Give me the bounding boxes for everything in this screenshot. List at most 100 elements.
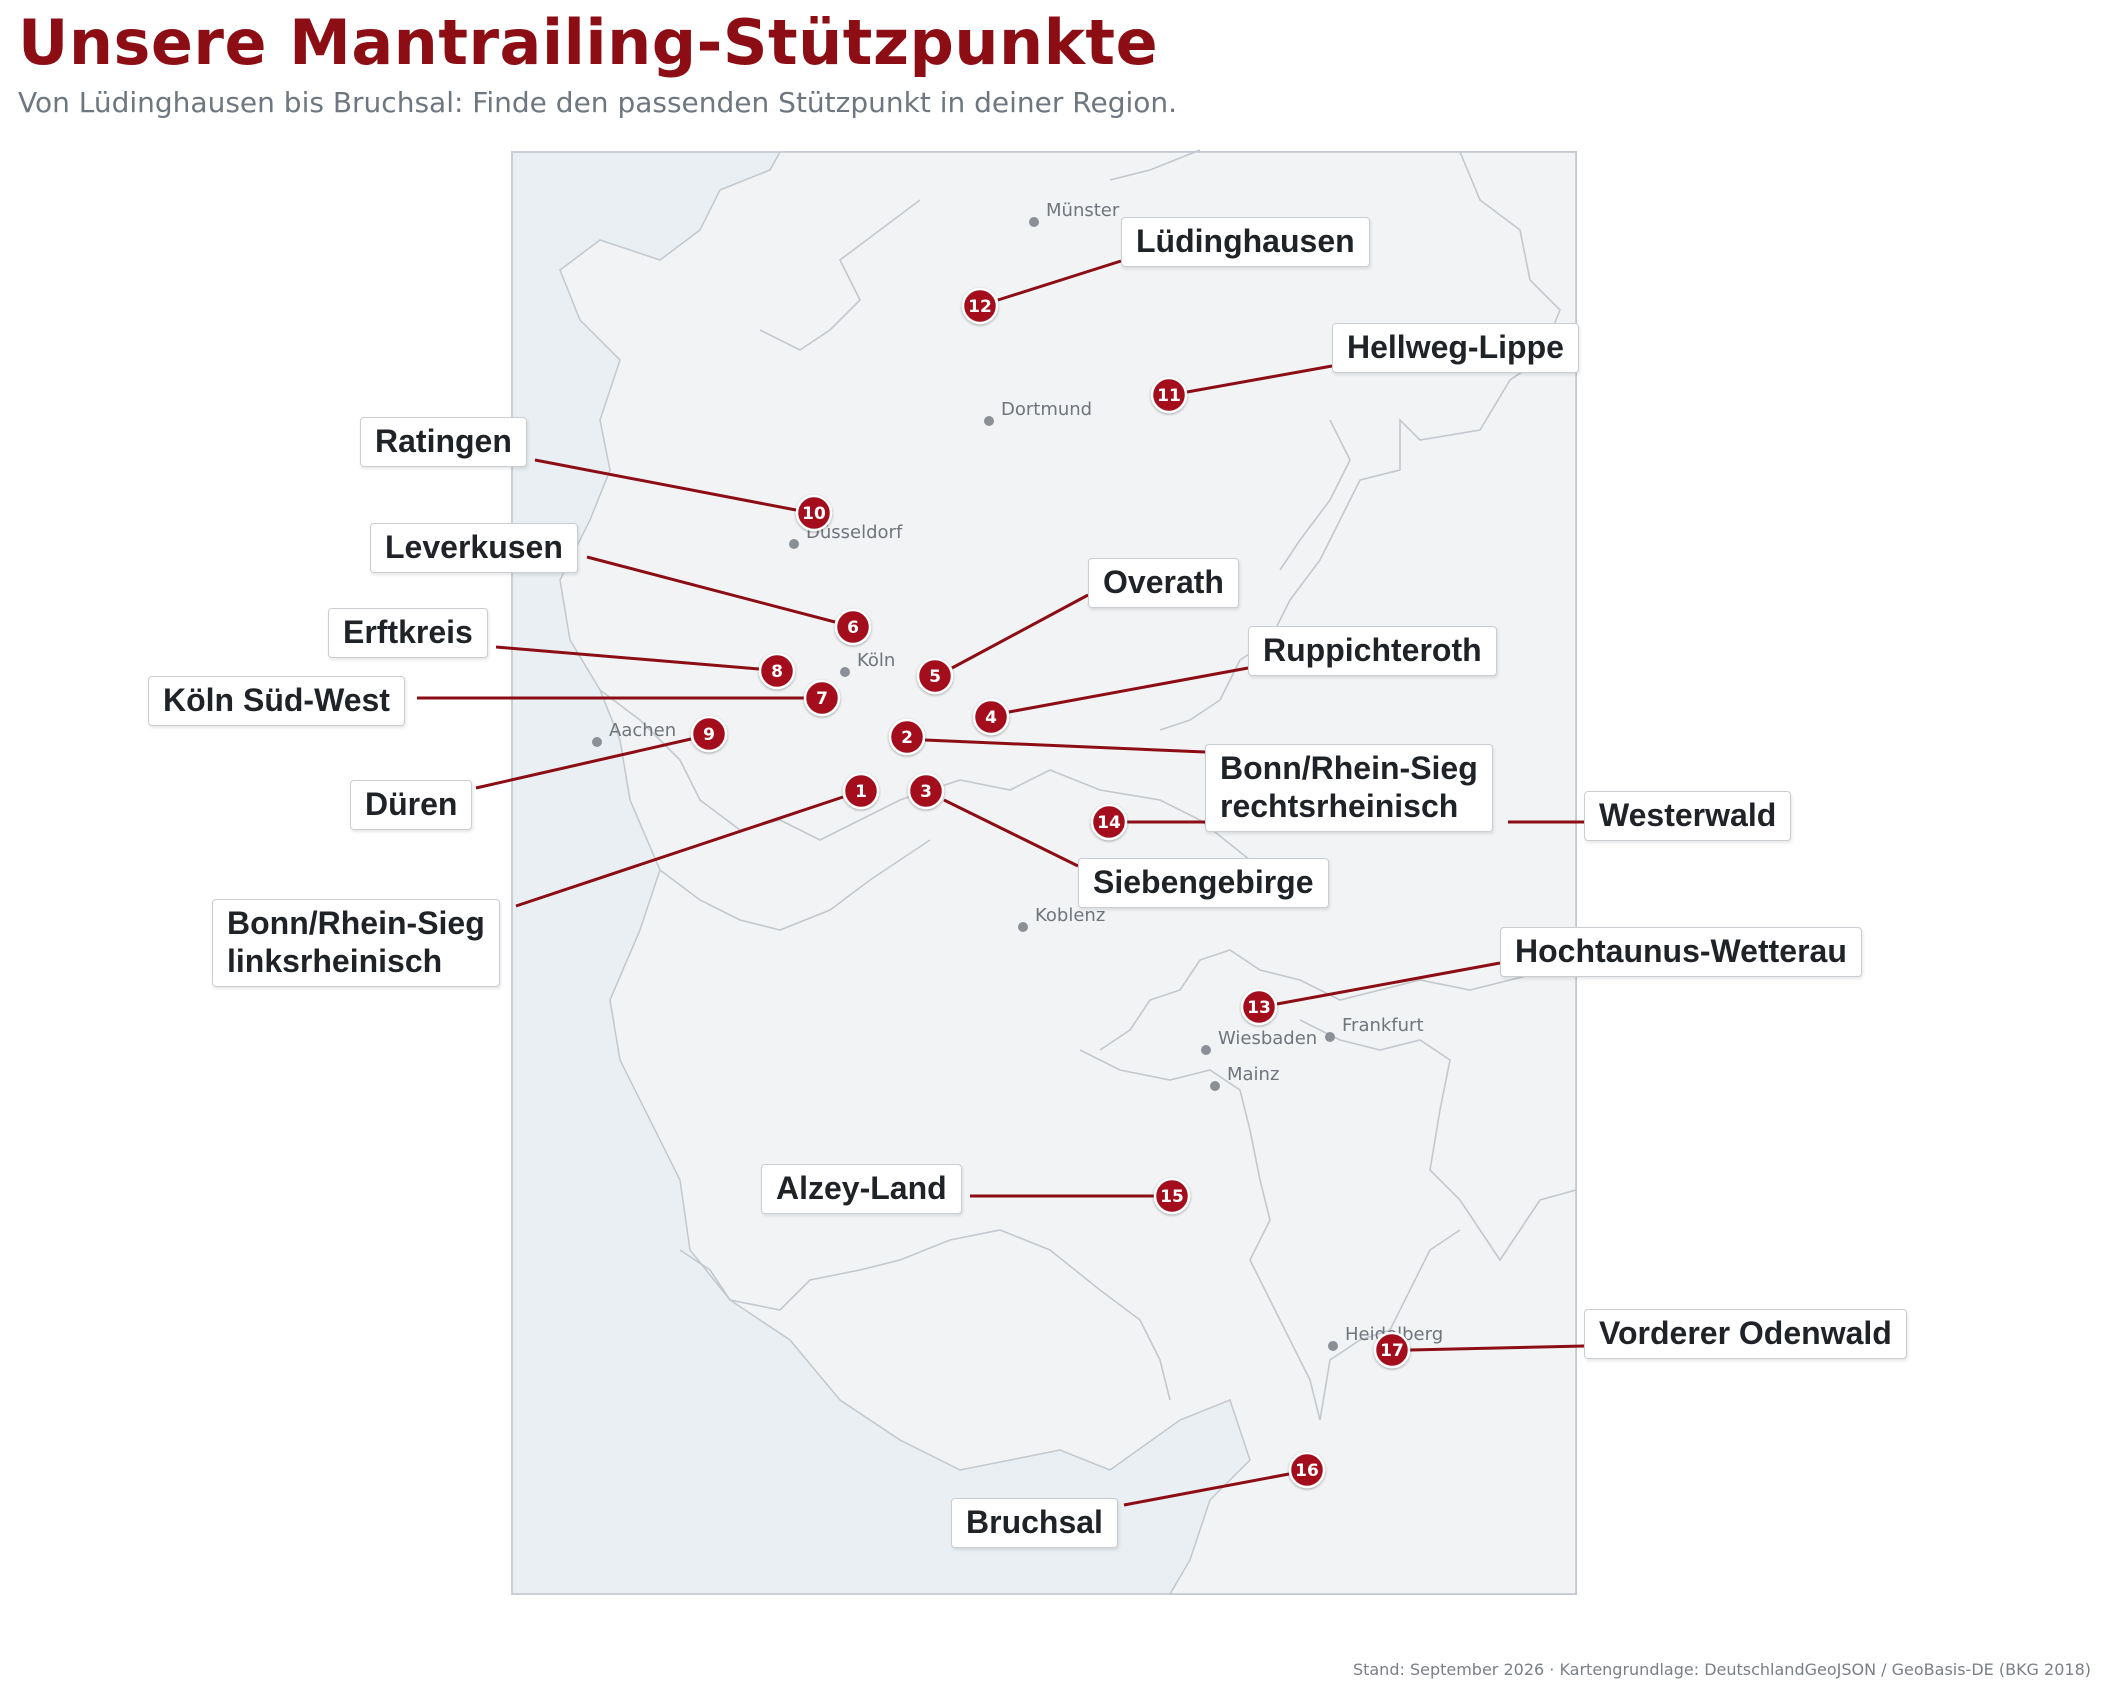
location-marker-11[interactable]: 11 (1150, 376, 1188, 414)
city-dot-münster (1029, 217, 1039, 227)
location-label-köln-süd-west[interactable]: Köln Süd-West (148, 676, 405, 726)
location-marker-16[interactable]: 16 (1288, 1451, 1326, 1489)
city-label-köln: Köln (857, 650, 895, 671)
marker-circle (1150, 376, 1188, 414)
marker-circle (961, 287, 999, 325)
location-label-line: Hochtaunus-Wetterau (1515, 933, 1847, 969)
city-label-koblenz: Koblenz (1035, 905, 1105, 926)
leader-line-9 (475, 737, 692, 790)
location-label-vorderer-odenwald[interactable]: Vorderer Odenwald (1584, 1309, 1907, 1359)
city-label-wiesbaden: Wiesbaden (1218, 1028, 1317, 1049)
location-label-line: Bruchsal (966, 1504, 1103, 1540)
location-marker-8[interactable]: 8 (758, 652, 796, 690)
location-label-line: rechtsrheinisch (1220, 788, 1459, 824)
state-borders (599, 149, 1577, 1421)
location-marker-1[interactable]: 1 (842, 772, 880, 810)
city-markers: MünsterDortmundDüsseldorfKölnAachenKoble… (592, 200, 1443, 1351)
marker-circle (907, 772, 945, 810)
marker-circle (888, 718, 926, 756)
city-label-düsseldorf: Düsseldorf (806, 522, 903, 543)
city-label-mainz: Mainz (1227, 1064, 1279, 1085)
location-label-line: Erftkreis (343, 614, 473, 650)
leader-line-11 (1186, 364, 1333, 394)
location-label-lüdinghausen[interactable]: Lüdinghausen (1121, 217, 1370, 267)
city-dot-düsseldorf (789, 539, 799, 549)
location-label-düren[interactable]: Düren (350, 780, 473, 830)
marker-number: 10 (802, 504, 826, 524)
location-marker-10[interactable]: 10 (795, 494, 833, 532)
marker-circle (1288, 1451, 1326, 1489)
location-label-westerwald[interactable]: Westerwald (1584, 791, 1792, 841)
marker-circle (916, 657, 954, 695)
location-marker-6[interactable]: 6 (834, 608, 872, 646)
city-label-frankfurt: Frankfurt (1342, 1015, 1424, 1036)
marker-number: 4 (985, 708, 997, 728)
location-marker-9[interactable]: 9 (690, 715, 728, 753)
marker-number: 11 (1157, 386, 1181, 406)
marker-circle (1153, 1177, 1191, 1215)
location-marker-3[interactable]: 3 (907, 772, 945, 810)
marker-number: 16 (1295, 1461, 1319, 1481)
city-label-münster: Münster (1046, 200, 1120, 221)
marker-circle (842, 772, 880, 810)
location-label-ruppichteroth[interactable]: Ruppichteroth (1248, 626, 1497, 676)
leader-line-13 (1276, 961, 1501, 1006)
location-marker-7[interactable]: 7 (803, 679, 841, 717)
location-label-line: Düren (365, 786, 458, 822)
location-label-leverkusen[interactable]: Leverkusen (370, 523, 578, 573)
leader-line-6 (586, 555, 836, 624)
location-marker-2[interactable]: 2 (888, 718, 926, 756)
page-subtitle: Von Lüdinghausen bis Bruchsal: Finde den… (18, 86, 1178, 119)
city-label-aachen: Aachen (609, 720, 676, 741)
location-label-bruchsal[interactable]: Bruchsal (951, 1498, 1118, 1548)
location-label-hellweg-lippe[interactable]: Hellweg-Lippe (1332, 323, 1579, 373)
city-dot-wiesbaden (1201, 1045, 1211, 1055)
location-marker-13[interactable]: 13 (1240, 988, 1278, 1026)
marker-number: 7 (816, 689, 828, 709)
location-label-line: linksrheinisch (227, 943, 443, 979)
marker-number: 15 (1160, 1187, 1184, 1207)
location-label-ratingen[interactable]: Ratingen (360, 417, 527, 467)
marker-circle (758, 652, 796, 690)
location-marker-15[interactable]: 15 (1153, 1177, 1191, 1215)
city-label-dortmund: Dortmund (1001, 399, 1092, 420)
location-label-siebengebirge[interactable]: Siebengebirge (1078, 858, 1329, 908)
location-marker-4[interactable]: 4 (972, 698, 1010, 736)
marker-circle (1090, 803, 1128, 841)
city-dot-mainz (1210, 1081, 1220, 1091)
location-label-line: Ruppichteroth (1263, 632, 1482, 668)
location-label-line: Köln Süd-West (163, 682, 390, 718)
location-marker-14[interactable]: 14 (1090, 803, 1128, 841)
marker-number: 3 (920, 782, 932, 802)
location-label-line: Hellweg-Lippe (1347, 329, 1564, 365)
location-label-line: Vorderer Odenwald (1599, 1315, 1892, 1351)
location-label-line: Westerwald (1599, 797, 1777, 833)
footer-credits: Stand: September 2026 · Kartengrundlage:… (1352, 1660, 2091, 1679)
location-label-line: Siebengebirge (1093, 864, 1314, 900)
location-label-line: Ratingen (375, 423, 512, 459)
leader-line-1 (515, 795, 844, 908)
page-title: Unsere Mantrailing-Stützpunkte (18, 6, 1159, 79)
location-label-hochtaunus-wetterau[interactable]: Hochtaunus-Wetterau (1500, 927, 1862, 977)
location-marker-17[interactable]: 17 (1373, 1331, 1411, 1369)
location-label-alzey-land[interactable]: Alzey-Land (761, 1164, 962, 1214)
location-marker-5[interactable]: 5 (916, 657, 954, 695)
marker-circle (1240, 988, 1278, 1026)
marker-number: 1 (855, 782, 867, 802)
leader-line-8 (495, 645, 760, 671)
location-label-line: Bonn/Rhein-Sieg (1220, 750, 1478, 786)
leader-line-10 (534, 458, 797, 512)
location-label-overath[interactable]: Overath (1088, 558, 1239, 608)
location-label-line: Lüdinghausen (1136, 223, 1355, 259)
location-label-erftkreis[interactable]: Erftkreis (328, 608, 488, 658)
leader-line-16 (1123, 1472, 1290, 1507)
location-marker-12[interactable]: 12 (961, 287, 999, 325)
marker-number: 2 (901, 728, 913, 748)
marker-number: 8 (771, 662, 783, 682)
city-dot-köln (840, 667, 850, 677)
location-label-line: Bonn/Rhein-Sieg (227, 905, 485, 941)
leader-line-3 (943, 798, 1079, 868)
